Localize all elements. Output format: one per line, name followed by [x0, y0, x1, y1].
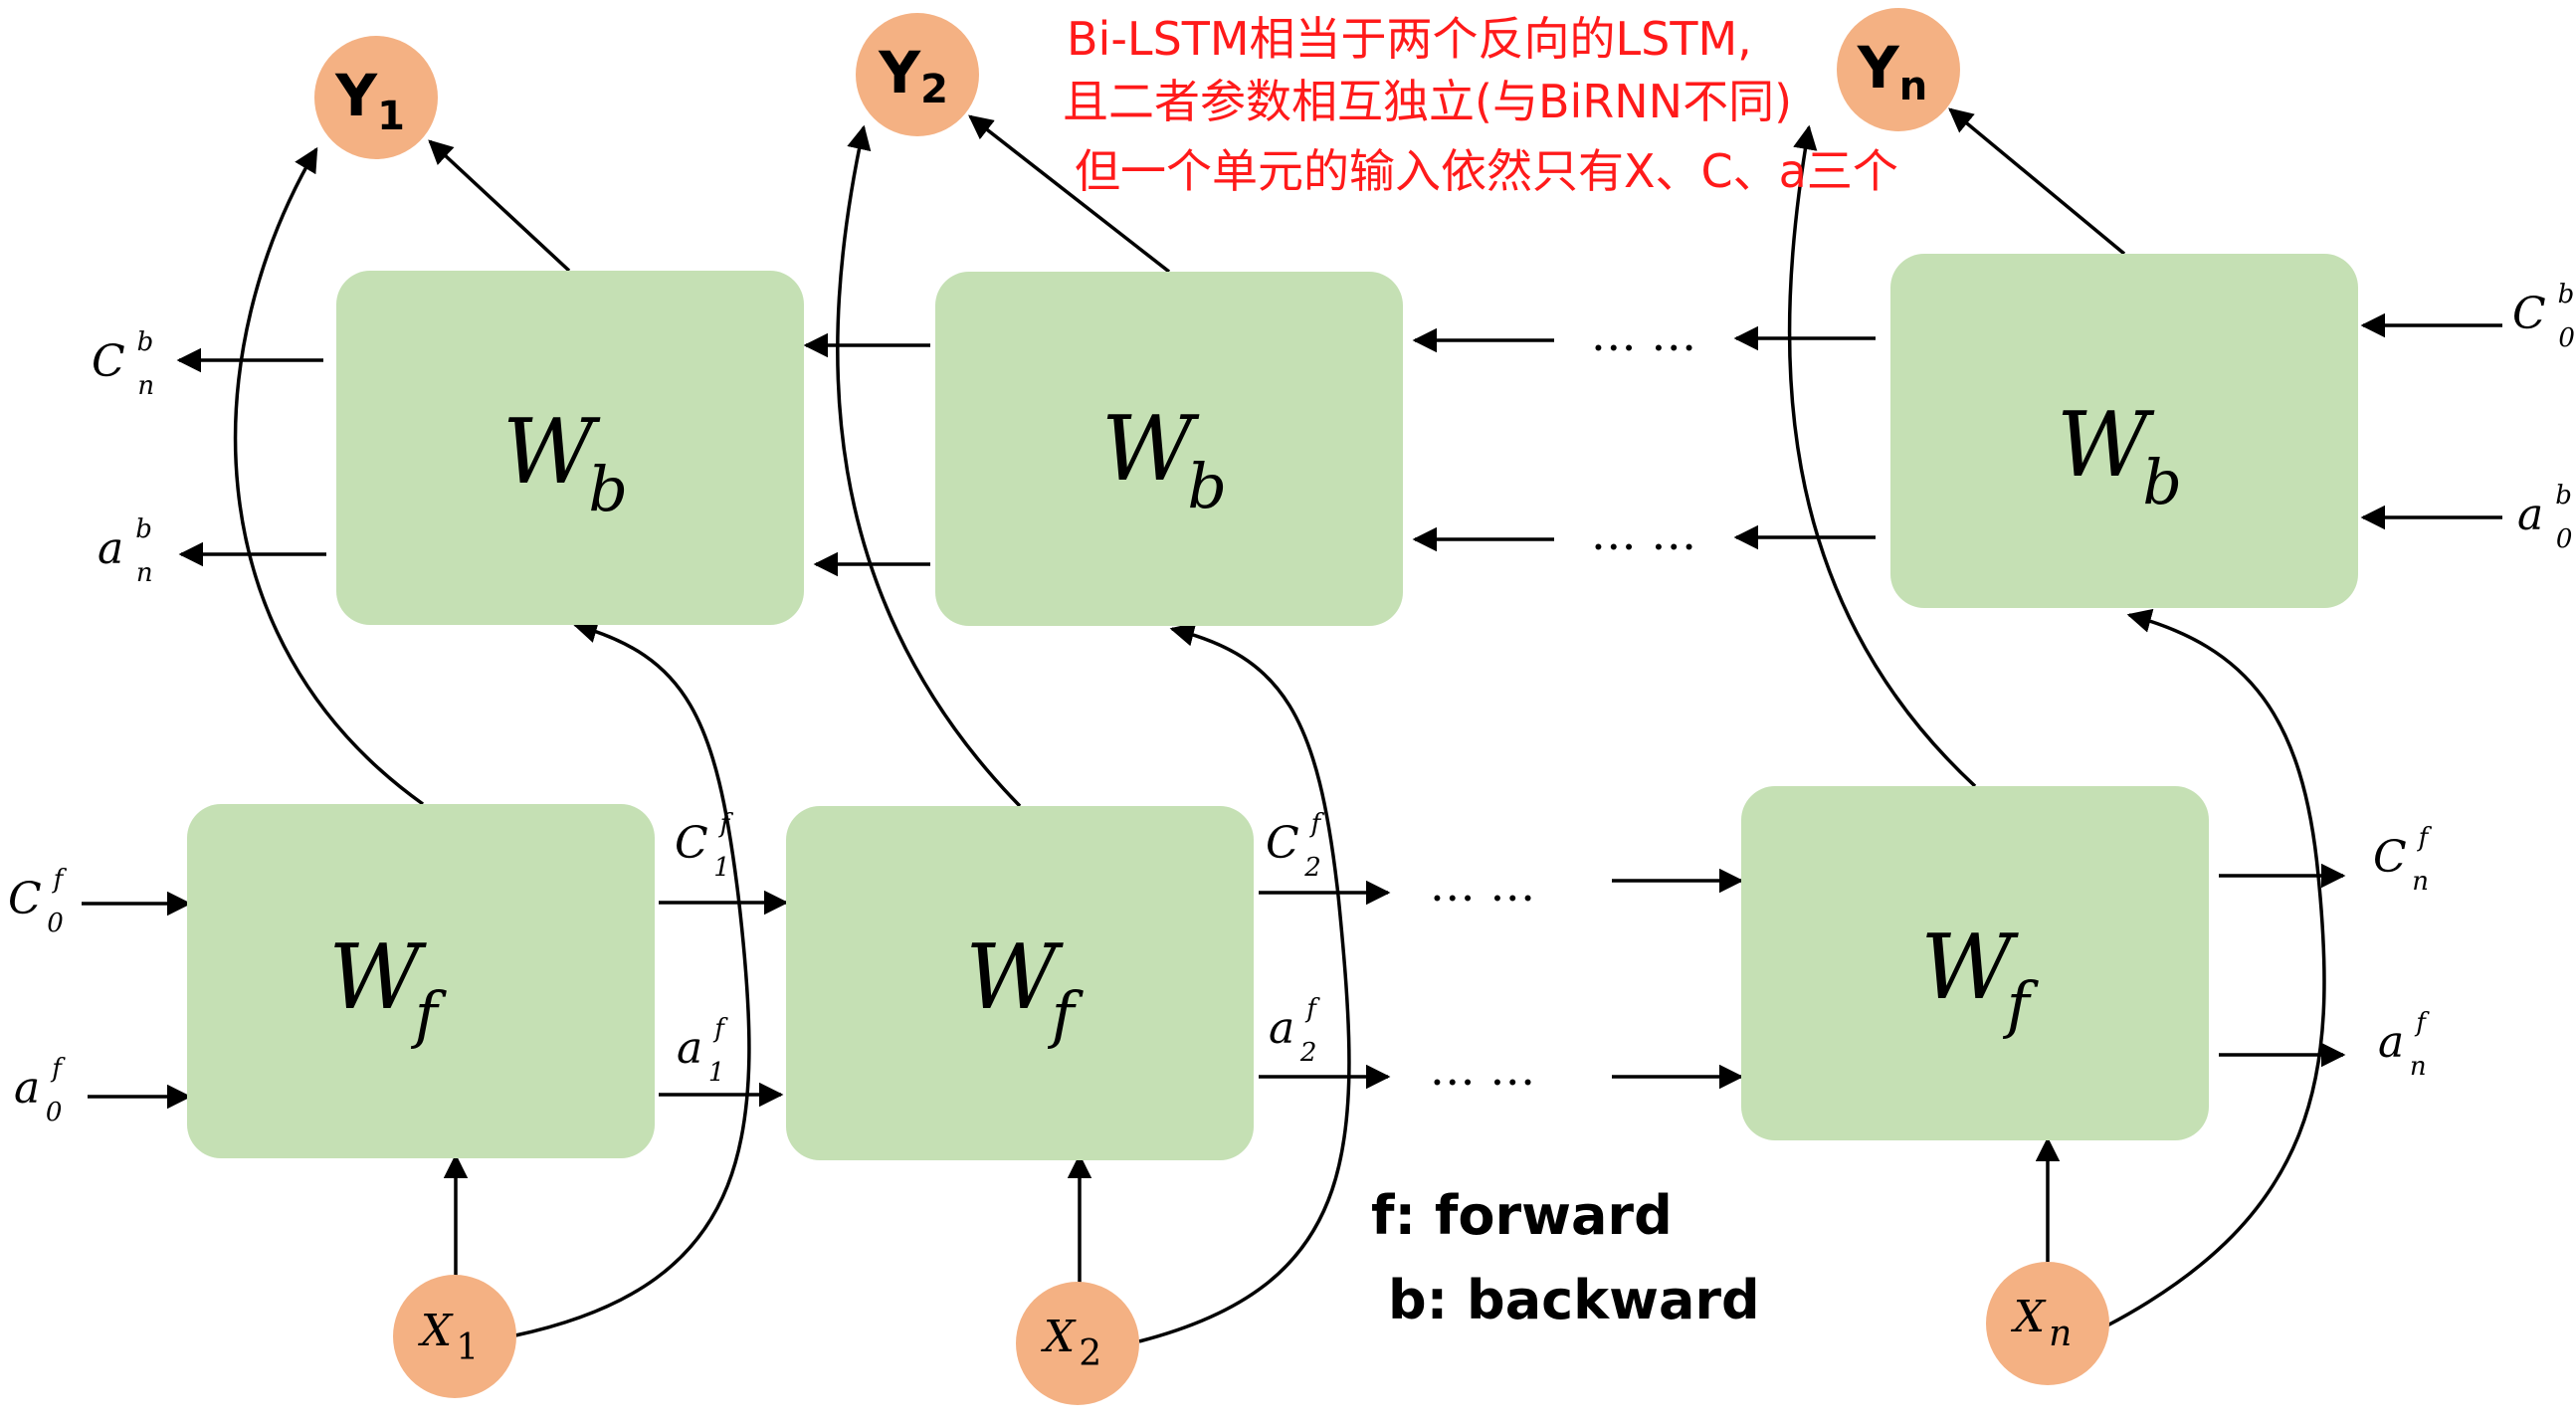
arrow-backward2-to-y2	[968, 114, 1171, 274]
input-xn-sub: n	[2049, 1314, 2072, 1354]
svg-text:Wb: Wb	[2057, 393, 2182, 518]
backward-cell-2-sub: b	[1187, 450, 1227, 522]
forward-cells: Wf Wf Wf	[187, 786, 2209, 1160]
backward-cell-2-base: W	[1101, 397, 1200, 502]
curve-forward1-to-y1	[233, 146, 425, 806]
input-x2-base: X	[1041, 1312, 1077, 1362]
forward-cell-n-base: W	[1920, 916, 2019, 1020]
curve-forward2-to-y2	[836, 124, 1022, 808]
curve-x1-to-backward1	[514, 619, 751, 1337]
output-node-yn: Yn	[1837, 8, 1960, 131]
output-y2-sub: 2	[920, 67, 948, 112]
forward-cell-1: Wf	[187, 804, 655, 1158]
svg-text:X2: X2	[1041, 1312, 1101, 1374]
forward-cell-2-base: W	[965, 925, 1064, 1030]
input-x1-base: X	[418, 1306, 454, 1356]
curve-x2-to-backward2	[1138, 622, 1351, 1343]
backward-cells: Wb Wb Wb	[336, 254, 2358, 626]
forward-cell-2: Wf	[786, 806, 1254, 1160]
curve-forwardn-to-yn	[1787, 124, 1977, 788]
output-y1-base: Y	[334, 62, 378, 129]
svg-text:Wb: Wb	[502, 400, 628, 525]
ellipses: … … … … … … … …	[1430, 307, 1697, 1096]
annotation: Bi-LSTM相当于两个反向的LSTM, 且二者参数相互独立(与BiRNN不同)…	[1063, 12, 1898, 198]
svg-text:Wb: Wb	[1101, 397, 1227, 522]
straight-connections	[82, 107, 2502, 1284]
input-x1-sub: 1	[456, 1327, 479, 1368]
output-yn-base: Y	[1857, 34, 1900, 102]
output-node-y1: Y1	[314, 36, 438, 159]
ellipsis-backward-a: … …	[1591, 507, 1697, 560]
forward-cell-1-base: W	[328, 925, 427, 1030]
legend-backward: b: backward	[1388, 1269, 1760, 1331]
output-yn-sub: n	[1899, 64, 1927, 109]
svg-text:X1: X1	[418, 1306, 479, 1368]
backward-cell-n: Wb	[1890, 254, 2358, 608]
backward-cell-n-sub: b	[2142, 446, 2182, 518]
svg-text:Yn: Yn	[1857, 34, 1927, 109]
ellipsis-forward-a: … …	[1430, 1042, 1536, 1096]
arrow-backwardn-to-yn	[1948, 107, 2126, 256]
forward-cell-n: Wf	[1741, 786, 2209, 1140]
legend-forward: f: forward	[1371, 1184, 1673, 1247]
input-xn-base: X	[2011, 1292, 2047, 1342]
backward-cell-2: Wb	[935, 272, 1403, 626]
svg-text:Y1: Y1	[334, 62, 405, 139]
ellipsis-backward-c: … …	[1591, 307, 1697, 361]
svg-text:Wf: Wf	[328, 925, 448, 1051]
legend: f: forward b: backward	[1371, 1184, 1760, 1331]
output-node-y2: Y2	[856, 13, 979, 136]
backward-cell-1: Wb	[336, 271, 804, 625]
output-y1-sub: 1	[377, 94, 405, 139]
output-nodes: Y1 Y2 Yn	[314, 8, 1960, 159]
arrow-backward1-to-y1	[428, 139, 571, 273]
backward-cell-1-base: W	[502, 400, 601, 505]
annotation-line-1: Bi-LSTM相当于两个反向的LSTM,	[1067, 12, 1752, 66]
backward-cell-n-base: W	[2057, 393, 2155, 498]
backward-cell-1-sub: b	[588, 453, 628, 525]
input-x2-sub: 2	[1079, 1333, 1101, 1374]
svg-text:Xn: Xn	[2011, 1292, 2073, 1354]
annotation-line-2: 且二者参数相互独立(与BiRNN不同)	[1063, 75, 1792, 128]
curve-xn-to-backwardn	[2106, 608, 2326, 1327]
curved-connections	[233, 124, 2326, 1343]
annotation-line-3: 但一个单元的输入依然只有X、C、a三个	[1075, 144, 1898, 198]
ellipsis-forward-c: … …	[1430, 858, 1536, 912]
output-y2-base: Y	[878, 39, 921, 106]
svg-text:Y2: Y2	[878, 39, 948, 112]
